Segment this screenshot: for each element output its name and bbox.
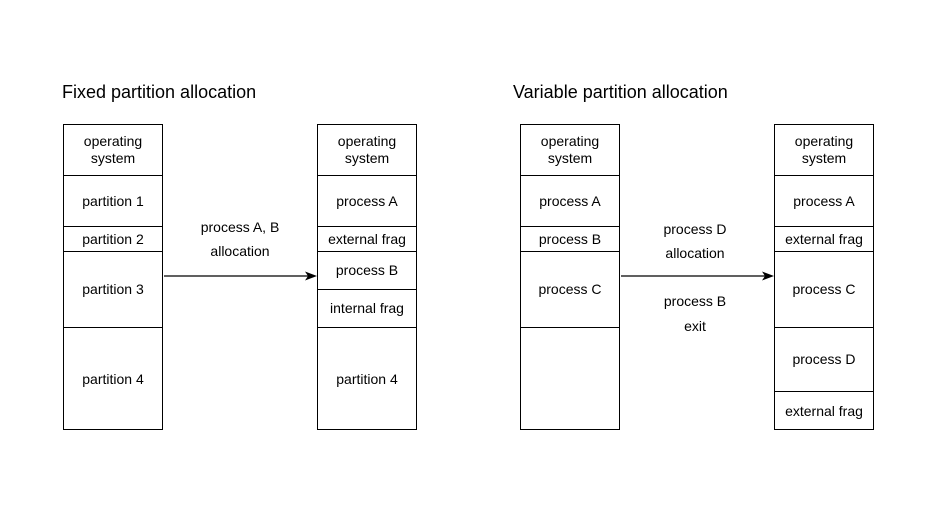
- memory-block: external frag: [775, 227, 873, 252]
- variable-arrow-label-2: allocation: [665, 245, 725, 261]
- fixed-arrow-label-1: process A, B: [200, 219, 280, 235]
- memory-block: partition 1: [64, 176, 162, 227]
- variable-arrow-label-3: process B: [663, 293, 727, 309]
- memory-block: partition 2: [64, 227, 162, 252]
- variable-arrow-label-4: exit: [684, 318, 706, 334]
- memory-block: process D: [775, 328, 873, 392]
- variable-before-memory: operating system process A process B pro…: [520, 124, 620, 430]
- memory-block: process A: [318, 176, 416, 227]
- memory-block: process A: [775, 176, 873, 227]
- memory-block: process A: [521, 176, 619, 227]
- memory-block: process C: [775, 252, 873, 328]
- variable-title: Variable partition allocation: [513, 82, 728, 102]
- fixed-arrow-label-2: allocation: [210, 243, 270, 259]
- fixed-before-memory: operating system partition 1 partition 2…: [63, 124, 163, 430]
- memory-block: internal frag: [318, 290, 416, 328]
- fixed-title: Fixed partition allocation: [62, 82, 257, 102]
- memory-block: external frag: [785, 403, 863, 419]
- fixed-arrow: [164, 271, 317, 281]
- memory-block: operating system: [521, 125, 619, 176]
- memory-block: operating system: [775, 125, 873, 176]
- memory-block: partition 4: [82, 371, 144, 387]
- variable-arrow-label-1: process D: [663, 221, 727, 237]
- memory-block: process C: [521, 252, 619, 328]
- variable-after-memory: operating system process A external frag…: [774, 124, 874, 430]
- fixed-after-memory: operating system process A external frag…: [317, 124, 417, 430]
- memory-block: operating system: [318, 125, 416, 176]
- memory-block: partition 4: [336, 371, 398, 387]
- memory-block: operating system: [64, 125, 162, 176]
- memory-block: external frag: [318, 227, 416, 252]
- memory-block: process B: [318, 252, 416, 290]
- memory-block: partition 3: [64, 252, 162, 328]
- variable-arrow: [621, 271, 774, 281]
- memory-block: process B: [521, 227, 619, 252]
